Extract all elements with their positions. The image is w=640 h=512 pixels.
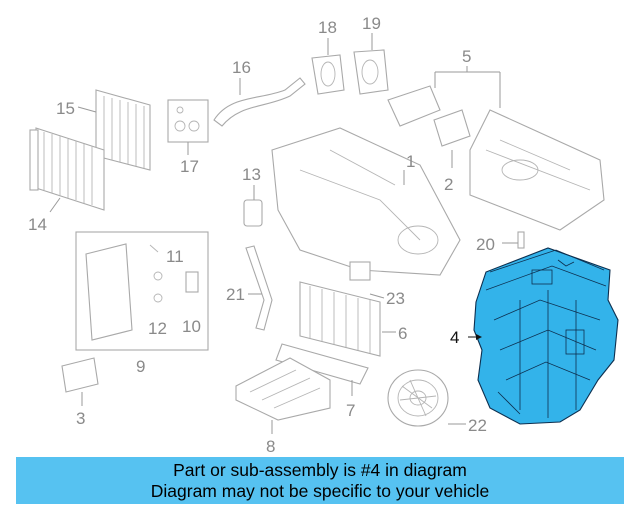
callout-8: 8 [266,437,275,456]
part-8-tray [235,357,331,421]
housing-upper-section [469,109,605,231]
part-17-seals [167,99,209,143]
callout-1: 1 [406,152,415,171]
part-4-heater-box-highlighted [473,247,619,425]
part-5-actuator [387,85,471,147]
callout-21: 21 [226,285,245,304]
callout-19: 19 [362,14,381,33]
callout-9: 9 [136,357,145,376]
callout-16: 16 [232,58,251,77]
part-13-sensor [243,199,263,227]
callout-6: 6 [398,324,407,343]
part-3-bracket [61,357,99,393]
callout-18: 18 [318,18,337,37]
callout-7: 7 [346,401,355,420]
callout-15: 15 [56,99,75,118]
part-18-grommet [311,54,345,95]
callout-20: 20 [476,235,495,254]
callout-22: 22 [468,416,487,435]
part-22-blower-motor [387,369,449,427]
part-16-pipe [213,77,306,127]
info-banner: Part or sub-assembly is #4 in diagram Di… [16,457,624,504]
callout-11: 11 [166,247,184,266]
part-14-evaporator [29,127,105,211]
callout-17: 17 [180,157,199,176]
part-19-grommet [353,49,389,95]
callout-12: 12 [148,319,167,338]
part-21-hose [245,245,273,331]
callout-4: 4 [450,328,459,347]
banner-line-1: Part or sub-assembly is #4 in diagram [173,460,467,480]
callout-13: 13 [242,165,261,184]
part-20-bolt [517,231,525,249]
callout-2: 2 [444,175,453,194]
callout-23: 23 [386,289,405,308]
part-15-heater-core [95,89,151,171]
part-1-hvac-housing [271,127,461,276]
part-6-cabin-filter [299,281,381,357]
part-7-cover [275,343,369,385]
callout-5: 5 [462,47,471,66]
callout-14: 14 [28,215,47,234]
part-9-kit-box [75,231,209,351]
part-23-clip [349,261,371,281]
callout-3: 3 [76,409,85,428]
banner-line-2: Diagram may not be specific to your vehi… [150,481,490,501]
callout-10: 10 [182,317,201,336]
